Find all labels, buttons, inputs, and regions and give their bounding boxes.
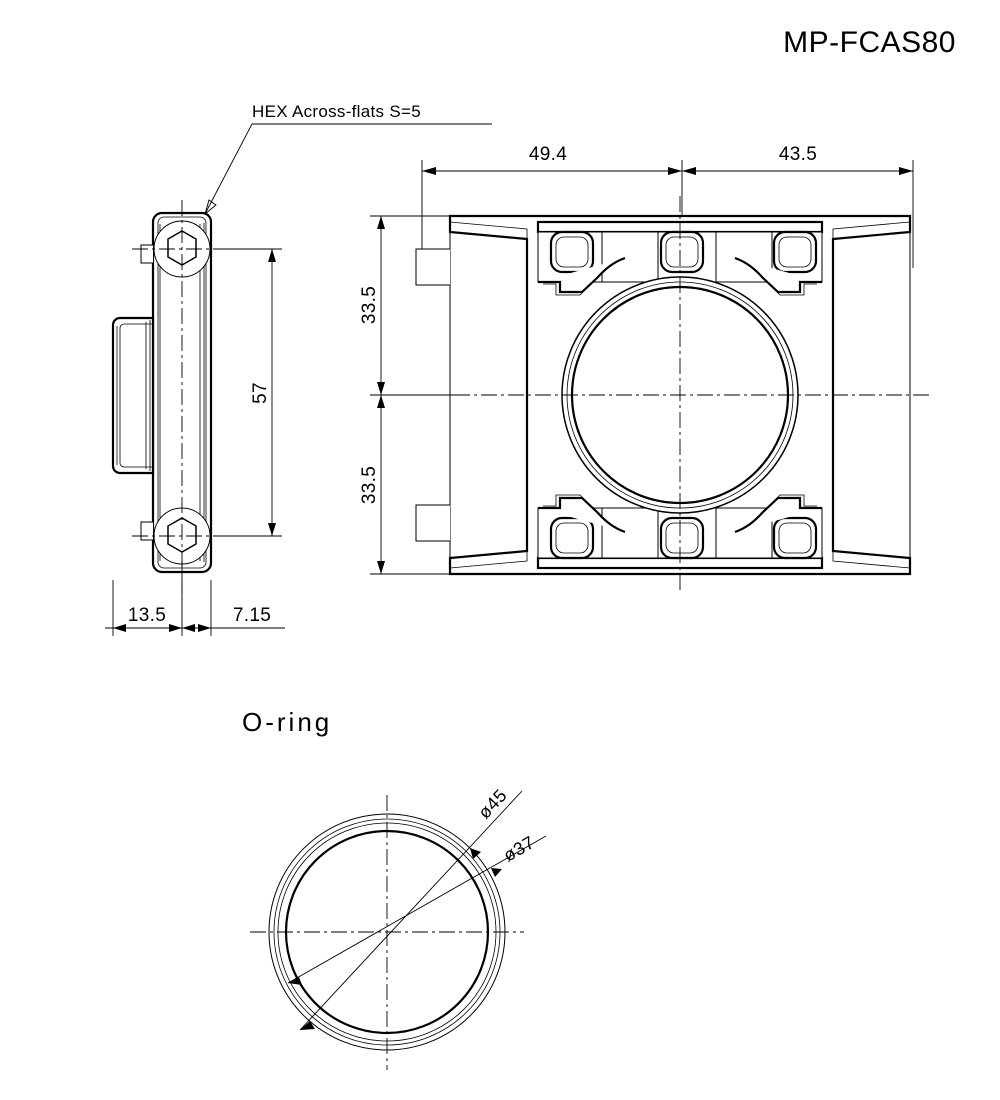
front-bottom-boss-mid-inner [665,522,699,554]
dim-o37-label: ø37 [500,832,538,866]
dim-135-label: 13.5 [128,605,166,626]
front-gusset-tl-thin [543,280,595,296]
dim-front-width-group: 49.4 43.5 [421,144,914,268]
dim-335l-arrow-bottom [377,561,385,574]
front-left-lower-notch [415,504,450,542]
hex-note-leader [204,123,253,215]
dim-494-arrow-left [422,167,436,175]
dim-o45-arrow-lower [300,1021,315,1030]
side-lower-tab [140,521,153,541]
dim-494-label: 49.4 [529,144,567,165]
front-gusset-br-thin [765,494,817,510]
side-body-inner-outline [157,216,207,569]
front-right-wing-inner-bot [832,551,911,569]
dim-height-57: 57 [216,248,282,537]
front-gusset-tr-thin [765,280,817,296]
dim-width-group: 13.5 7.15 [105,560,285,636]
dim-57-arrow-top [268,249,276,262]
front-top-boss-right [772,230,818,274]
dim-715-arrow-right [198,624,211,632]
dim-135-arrow-right [169,624,182,632]
side-upper-tab [140,244,153,264]
dim-435-label: 43.5 [779,144,817,165]
front-right-wing-inner-top [832,221,911,239]
front-top-boss-right-inner [778,236,812,268]
front-gusset-bottom-left [538,496,626,534]
dim-135-arrow-left [113,624,126,632]
front-bottom-boss-right-inner [778,522,812,554]
dim-435-arrow-right [899,167,913,175]
oring-view: O-ring ø45 ø37 [242,707,547,1070]
dim-335u-arrow-top [377,216,385,229]
oring-section-label: O-ring [242,707,332,737]
dim-335u-arrow-bottom [377,382,385,395]
front-left-wing-inner-bot [449,551,528,569]
front-left-upper-notch [415,248,450,286]
front-bottom-boss-mid [659,516,705,560]
front-top-boss-left-inner [555,236,589,268]
dim-o45-label: ø45 [474,785,511,822]
hex-note-label: HEX Across-flats S=5 [252,102,421,121]
dim-435-arrow-left [682,167,696,175]
dim-o37-arrow-upper [491,868,502,877]
side-left-boss-outline [111,316,155,475]
page-title: MP-FCAS80 [783,26,956,59]
hex-note-arrowhead [204,199,217,216]
front-view: 49.4 43.5 33.5 33.5 [359,144,930,594]
dim-494-arrow-right [668,167,682,175]
dim-715-arrow-left [182,624,195,632]
front-left-wing-inner-top [449,221,528,239]
front-bottom-boss-left-inner [555,522,589,554]
front-bottom-boss-right [772,516,818,560]
dim-o45-arrow-upper [470,848,481,859]
dim-o37-leader [287,835,547,984]
dim-335-upper-label: 33.5 [359,286,380,324]
hex-note-group: HEX Across-flats S=5 [204,102,492,216]
front-gusset-top-left [538,256,626,294]
side-left-boss-inner [119,323,153,468]
front-top-boss-left [549,230,595,274]
side-view: 57 13.5 7.15 [105,200,285,636]
front-top-boss-mid-inner [665,236,699,268]
front-top-boss-mid [659,230,705,274]
dim-o37-arrow-lower [288,977,302,985]
dim-o45-leader [299,790,523,1031]
dim-335l-arrow-top [377,395,385,408]
dim-715-label: 7.15 [233,605,271,626]
front-gusset-bottom-right [734,496,822,534]
front-bottom-boss-left [549,516,595,560]
front-gusset-top-right [734,256,822,294]
dim-front-height-group: 33.5 33.5 [359,215,470,575]
dim-57-arrow-bottom [268,523,276,536]
dim-335-lower-label: 33.5 [359,466,380,504]
front-gusset-bl-thin [543,494,595,510]
dim-57-label: 57 [250,382,271,404]
